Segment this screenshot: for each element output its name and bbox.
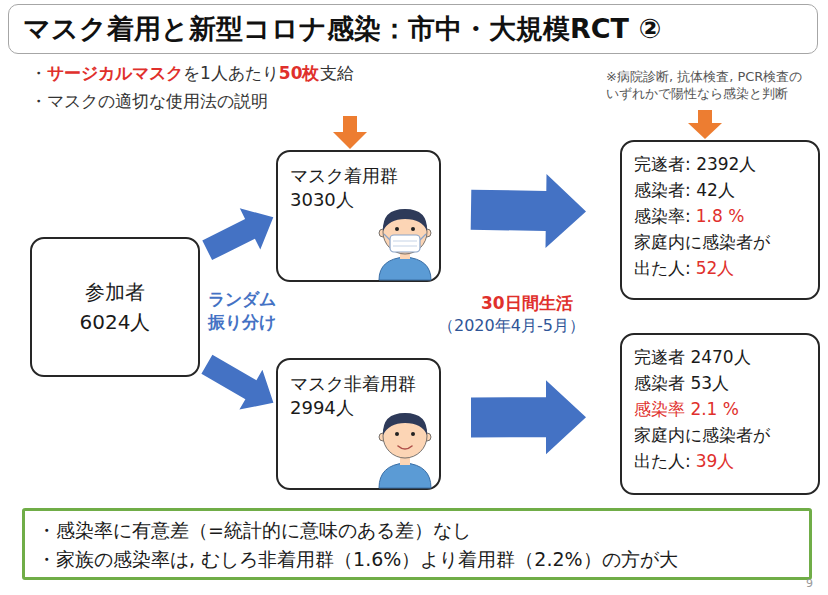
person-body <box>379 257 431 280</box>
label-text: ・マスクの適切な使用法の説明 <box>30 91 268 111</box>
person-mouth <box>398 446 412 449</box>
block-arrow <box>202 208 273 260</box>
text-line: 感染率:1.8 % <box>634 203 818 229</box>
node-text: ・家族の感染率は, むしろ非着用群（1.6%）より着用群（2.2%）の方が大 <box>37 548 678 570</box>
label-text: 支給 <box>320 63 354 83</box>
label-text: サージカルマスク <box>47 63 183 83</box>
label-text: 9 <box>806 577 813 590</box>
slide-title: マスク着用と新型コロナ感染：市中・大規模RCT ② <box>23 5 661 53</box>
surgical-mask <box>390 235 420 252</box>
bullet-line: ・マスクの適切な使用法の説明 <box>30 89 268 113</box>
person-head <box>383 210 427 254</box>
orange-arrow <box>333 116 367 149</box>
node-text: 39人 <box>696 451 735 471</box>
label-text: 50枚 <box>279 63 320 83</box>
text-line: 家庭内に感染者が 出た人:52人 <box>634 229 779 281</box>
person-ear <box>379 433 387 441</box>
orange-arrow <box>688 110 722 139</box>
text-line: 完遂者: 2392人 <box>634 151 818 177</box>
footnote: ※病院診断, 抗体検査, PCR検査の いずれかで陽性なら感染と判断 <box>606 68 816 102</box>
node-text: 52人 <box>696 258 735 278</box>
text-line: ・感染率に有意差（=統計的に意味のある差）なし <box>37 516 809 545</box>
person-head <box>383 414 427 458</box>
mask-loop <box>384 234 390 240</box>
person-ear <box>423 229 431 237</box>
mask-pleat <box>393 241 417 242</box>
mask-pleat <box>393 246 417 247</box>
person-neck <box>400 250 410 259</box>
node-text: 参加者 6024人 <box>80 280 151 334</box>
person-eye <box>411 227 415 231</box>
label-text: ランダム 振り分け <box>208 289 276 332</box>
masked-person <box>379 209 431 280</box>
block-arrow <box>201 355 273 410</box>
node-text: 感染者: 42人 <box>634 180 735 200</box>
date-label: （2020年4月-5月） <box>438 315 585 337</box>
label-text: （2020年4月-5月） <box>438 316 585 335</box>
person-eye <box>395 227 399 231</box>
participants-box: 参加者 6024人 <box>30 237 200 377</box>
bullet-line: ・サージカルマスクを1人あたり50枚支給 <box>30 61 354 85</box>
node-text: 完遂者: 2392人 <box>634 154 756 174</box>
text-line: 感染者 53人 <box>634 370 818 396</box>
node-text: ・感染率に有意差（=統計的に意味のある差）なし <box>37 519 471 541</box>
group-box: マスク非着用群 2994人 <box>276 358 441 490</box>
person-neck <box>400 455 410 465</box>
conclusion-box: ・感染率に有意差（=統計的に意味のある差）なし・家族の感染率は, むしろ非着用群… <box>22 508 812 580</box>
group-box: マスク着用群 3030人 <box>276 150 441 282</box>
node-text: 感染者 53人 <box>634 373 729 393</box>
node-text: マスク着用群 3030人 <box>290 165 398 210</box>
title-bar: マスク着用と新型コロナ感染：市中・大規模RCT ② <box>8 4 818 54</box>
person-body <box>379 463 431 488</box>
person-ear <box>423 433 431 441</box>
page-number: 9 <box>806 577 813 591</box>
person-hair <box>383 209 427 231</box>
label-text: ・ <box>30 63 47 83</box>
person-eye <box>411 432 415 436</box>
label-text: ※病院診断, 抗体検査, PCR検査の いずれかで陽性なら感染と判断 <box>606 69 802 101</box>
node-text: 感染率 2.1 % <box>634 399 739 419</box>
text-line: 感染者: 42人 <box>634 177 818 203</box>
text-line: ・家族の感染率は, むしろ非着用群（1.6%）より着用群（2.2%）の方が大 <box>37 545 809 574</box>
node-text: マスク非着用群 2994人 <box>290 373 416 418</box>
person-ear <box>379 229 387 237</box>
block-arrow <box>471 174 586 248</box>
label-text: 30日間生活 <box>481 293 573 313</box>
result-box: 完遂者 2470人感染者 53人感染率 2.1 % 家庭内に感染者が 出た人:39… <box>620 333 820 495</box>
result-box: 完遂者: 2392人感染者: 42人感染率:1.8 %家庭内に感染者が 出た人:… <box>620 140 820 300</box>
unmasked-person <box>379 413 431 488</box>
text-line: マスク非着用群 2994人 <box>290 372 420 420</box>
person-hair <box>383 413 427 435</box>
node-text: 感染率: <box>634 206 691 226</box>
label-text: を1人あたり <box>183 63 279 83</box>
text-line: マスク着用群 3030人 <box>290 164 405 212</box>
person-eye <box>395 432 399 436</box>
random-label: ランダム 振り分け <box>202 288 282 334</box>
node-text: 1.8 % <box>696 206 745 226</box>
block-arrow <box>471 380 586 454</box>
text-line: 家庭内に感染者が 出た人:39人 <box>634 422 779 474</box>
mask-loop <box>420 234 426 240</box>
text-line: 完遂者 2470人 <box>634 344 818 370</box>
text-line: 感染率 2.1 % <box>634 396 818 422</box>
text-line: 参加者 6024人 <box>75 277 155 337</box>
period-label: 30日間生活 <box>481 292 573 314</box>
node-text: 完遂者 2470人 <box>634 347 751 367</box>
